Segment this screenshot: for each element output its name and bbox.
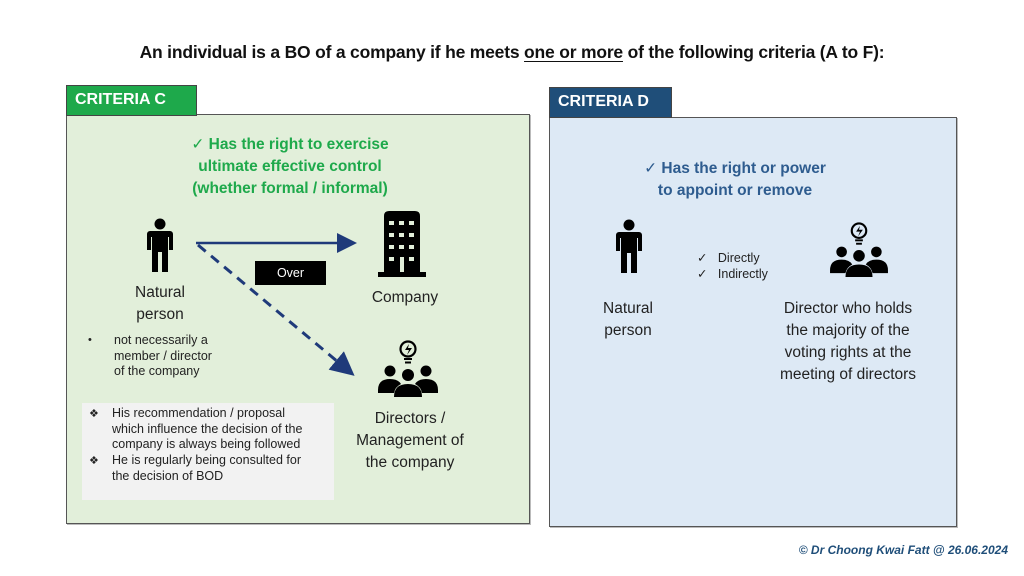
criteria-d-person-label: Natural person <box>603 300 653 339</box>
criteria-d-tag: CRITERIA D <box>549 87 672 118</box>
over-label: Over <box>255 261 326 285</box>
title-emphasis: one or more <box>524 42 623 62</box>
diamond-bullet-icon: ❖ <box>89 408 99 420</box>
criteria-c-person-note: • not necessarily a member / director of… <box>88 333 212 378</box>
criteria-d-panel <box>549 117 957 527</box>
person-icon <box>616 219 642 273</box>
criteria-d-headline: ✓ Has the right or power to appoint or r… <box>644 160 826 199</box>
criteria-c-tag: CRITERIA C <box>66 85 197 116</box>
check-icon: ✓ <box>697 266 708 281</box>
bullet-icon: • <box>88 334 92 346</box>
page-title: An individual is a BO of a company if he… <box>139 42 885 62</box>
company-label: Company <box>371 289 439 306</box>
diamond-bullet-icon: ❖ <box>89 455 99 467</box>
criteria-c-person-label: Natural person <box>135 284 185 323</box>
note-item: He is regularly being consulted for the … <box>112 453 301 483</box>
team-lightbulb-icon <box>830 222 888 278</box>
appoint-methods: ✓ Directly ✓ Indirectly <box>697 251 807 282</box>
person-icon <box>147 218 173 272</box>
building-icon <box>378 211 426 277</box>
method-directly: ✓ Directly <box>697 251 760 265</box>
director-majority-label: Director who holds the majority of the v… <box>779 300 917 383</box>
criteria-c-headline: ✓ Has the right to exercise ultimate eff… <box>191 136 389 197</box>
copyright-footer: © Dr Choong Kwai Fatt @ 26.06.2024 <box>798 543 1008 557</box>
method-indirectly: ✓ Indirectly <box>697 266 768 281</box>
check-icon: ✓ <box>697 251 708 265</box>
directors-label: Directors / Management of the company <box>356 410 464 471</box>
note-item: His recommendation / proposal which infl… <box>112 406 303 451</box>
criteria-c-notes <box>82 403 334 500</box>
team-lightbulb-icon <box>378 340 438 397</box>
